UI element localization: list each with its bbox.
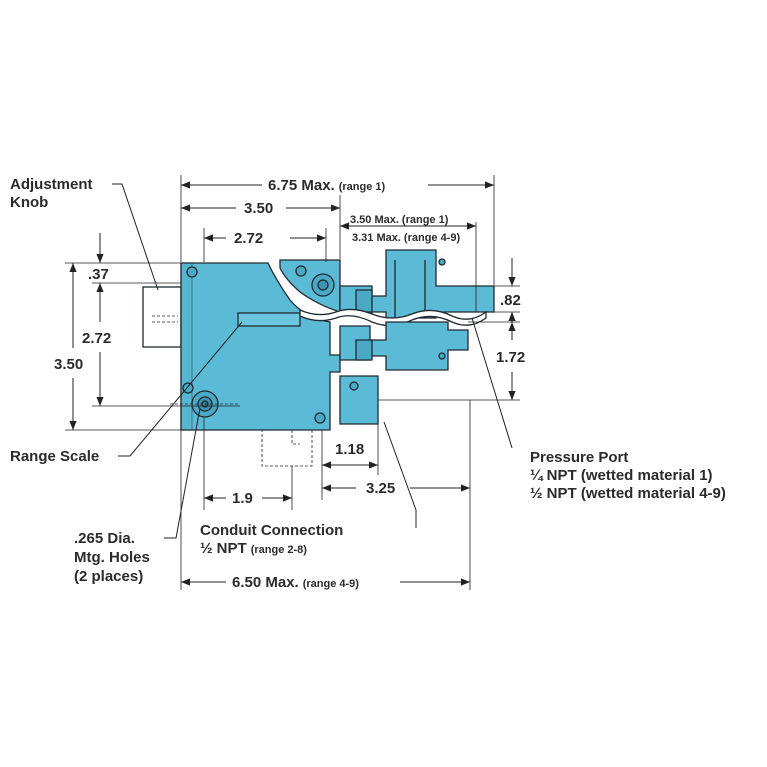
pressure-port-title: Pressure Port bbox=[530, 449, 628, 466]
dim-350-label: 3.50 bbox=[244, 200, 273, 217]
conduit-connection bbox=[261, 429, 313, 467]
callout-labels: Adjustment Knob Range Scale .265 Dia. Mt… bbox=[10, 176, 726, 585]
dim-325-label: 3.25 bbox=[366, 480, 395, 497]
dim-172-label: 1.72 bbox=[496, 349, 525, 366]
pressure-port-line1: ¼ NPT (wetted material 1) bbox=[530, 467, 713, 484]
dimension-labels: 6.75 Max.(range 1) 3.50 2.72 3.50 Max.(r… bbox=[54, 177, 525, 591]
mtg-holes-label-1: .265 Dia. bbox=[74, 530, 135, 547]
range-scale-label: Range Scale bbox=[10, 448, 99, 465]
dim-037-label: .37 bbox=[88, 266, 109, 283]
dim-675-label: 6.75 Max.(range 1) bbox=[268, 177, 386, 194]
mtg-holes-label-2: Mtg. Holes bbox=[74, 549, 150, 566]
dim-19-label: 1.9 bbox=[232, 490, 253, 507]
dim-082-label: .82 bbox=[500, 292, 521, 309]
dim-port-range49-label: 3.31 Max.(range 4-9) bbox=[352, 232, 460, 244]
dim-272-vertical-label: 2.72 bbox=[82, 330, 111, 347]
conduit-title: Conduit Connection bbox=[200, 522, 343, 539]
dimension-lines bbox=[65, 175, 520, 590]
conduit-spec: ½ NPT(range 2-8) bbox=[200, 540, 307, 557]
dim-118-label: 1.18 bbox=[335, 441, 364, 458]
switch-body bbox=[142, 249, 495, 467]
dim-350-vertical-label: 3.50 bbox=[54, 356, 83, 373]
dim-650-label: 6.50 Max.(range 4-9) bbox=[232, 574, 359, 591]
range-scale-window bbox=[237, 312, 301, 327]
dim-port-range1-label: 3.50 Max.(range 1) bbox=[350, 214, 449, 226]
upper-port-section bbox=[279, 259, 341, 313]
adjustment-knob bbox=[142, 286, 182, 348]
dim-272-label: 2.72 bbox=[234, 230, 263, 247]
mtg-holes-label-3: (2 places) bbox=[74, 568, 143, 585]
leader-lines bbox=[112, 183, 513, 539]
adjustment-knob-label: Adjustment bbox=[10, 176, 93, 193]
main-housing bbox=[180, 262, 341, 431]
pressure-port-line2: ½ NPT (wetted material 4-9) bbox=[530, 485, 726, 502]
adjustment-knob-label-2: Knob bbox=[10, 194, 48, 211]
lower-bracket bbox=[339, 375, 379, 425]
